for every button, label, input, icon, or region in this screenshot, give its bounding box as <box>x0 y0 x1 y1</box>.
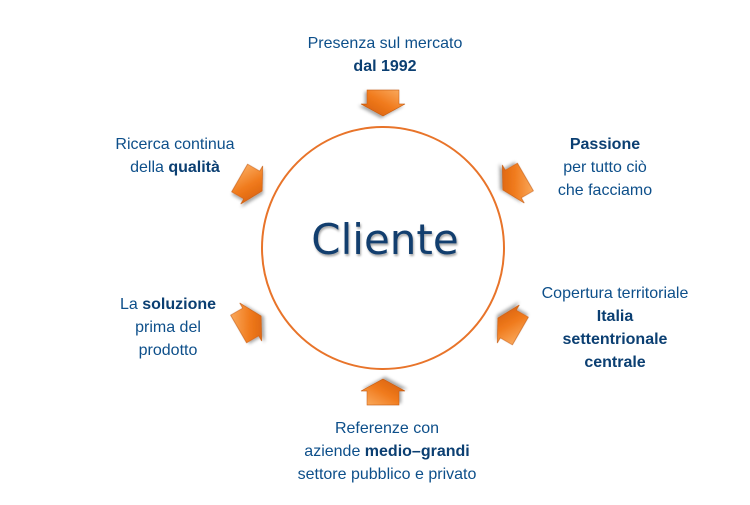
item-market-presence: Presenza sul mercato dal 1992 <box>290 32 480 78</box>
item-text: La <box>119 296 143 313</box>
item-text: Referenze con <box>334 420 440 437</box>
item-line: che facciamo <box>530 179 680 202</box>
item-line: Italia <box>520 305 710 328</box>
item-text-bold: settentrionale <box>562 331 668 348</box>
item-line: settentrionale <box>520 328 710 351</box>
item-passion: Passione per tutto ciò che facciamo <box>530 133 680 202</box>
item-line: Referenze con <box>262 417 512 440</box>
item-text: settore pubblico e privato <box>297 466 477 483</box>
item-text: aziende <box>304 443 365 460</box>
item-line: prodotto <box>103 339 233 362</box>
item-line: centrale <box>520 351 710 374</box>
item-text: prodotto <box>138 342 198 359</box>
item-line: della qualità <box>95 156 255 179</box>
arrow-icon <box>360 378 406 406</box>
item-text-bold: medio–grandi <box>364 443 470 460</box>
item-line: Presenza sul mercato <box>290 32 480 55</box>
item-text-bold: Passione <box>569 136 641 153</box>
arrow-icon <box>496 304 529 346</box>
item-text: della <box>130 159 169 176</box>
item-line: Ricerca continua <box>95 133 255 156</box>
item-text: che facciamo <box>557 182 653 199</box>
item-quality-research: Ricerca continua della qualità <box>95 133 255 179</box>
item-line: dal 1992 <box>290 55 480 78</box>
item-text-bold: soluzione <box>142 296 217 313</box>
center-label: Cliente <box>311 215 459 264</box>
item-text-bold: qualità <box>168 159 220 176</box>
arrow-icon <box>230 302 263 344</box>
item-text: Presenza sul mercato <box>307 35 463 52</box>
arrow-icon <box>231 163 264 205</box>
item-line: Passione <box>530 133 680 156</box>
item-text-bold: dal 1992 <box>353 58 417 75</box>
item-solution: La soluzione prima del prodotto <box>103 293 233 362</box>
item-text-bold: Italia <box>596 308 634 325</box>
item-text: per tutto ciò <box>563 159 647 176</box>
item-text: Copertura territoriale <box>541 285 689 302</box>
client-circle <box>261 126 505 370</box>
item-line: Copertura territoriale <box>520 282 710 305</box>
item-text-bold: centrale <box>584 354 646 371</box>
item-line: per tutto ciò <box>530 156 680 179</box>
arrow-icon <box>501 162 534 204</box>
item-line: La soluzione <box>103 293 233 316</box>
item-line: settore pubblico e privato <box>262 463 512 486</box>
item-text: prima del <box>135 319 201 336</box>
item-references: Referenze con aziende medio–grandi settore… <box>262 417 512 486</box>
item-line: aziende medio–grandi <box>262 440 512 463</box>
item-line: prima del <box>103 316 233 339</box>
arrow-icon <box>360 89 406 117</box>
item-text: Ricerca continua <box>115 136 235 153</box>
